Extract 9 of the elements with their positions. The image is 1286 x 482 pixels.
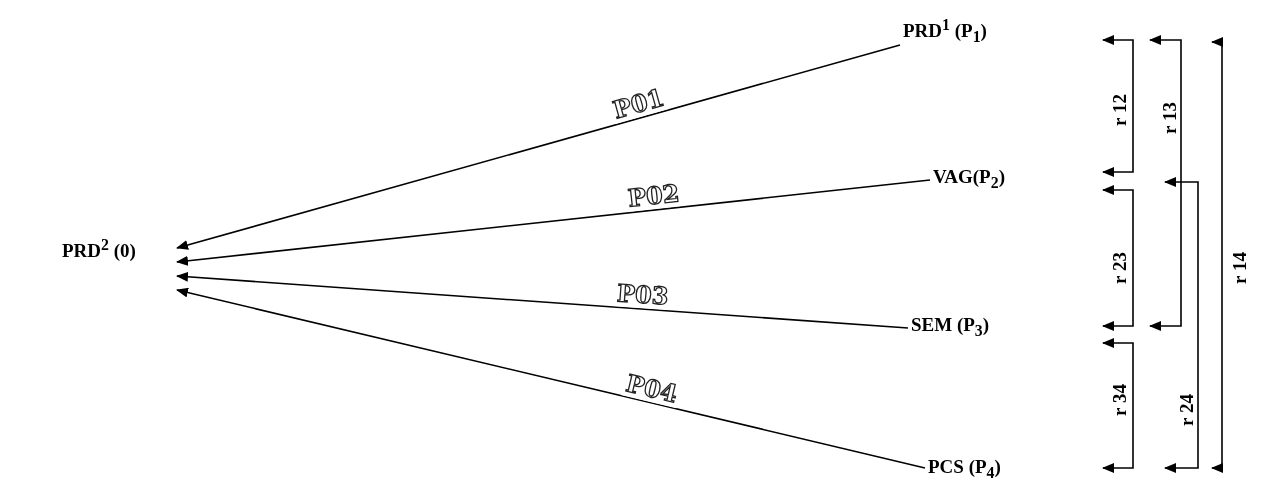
arrow — [176, 179, 931, 266]
node-label: PCS (P$_{4}$) — [925, 452, 1047, 482]
node-label: VAG(P$_{2}$) — [930, 162, 1052, 192]
node-label: SEM (P$_{3}$) — [908, 310, 1038, 340]
node-label: PRD$^{1}$ (P$_{1}$) — [900, 12, 1032, 45]
node-label: PRD$^{2}$ (0) — [62, 236, 177, 292]
arrow — [176, 44, 901, 250]
arrow — [176, 271, 909, 329]
arrow — [176, 287, 926, 469]
